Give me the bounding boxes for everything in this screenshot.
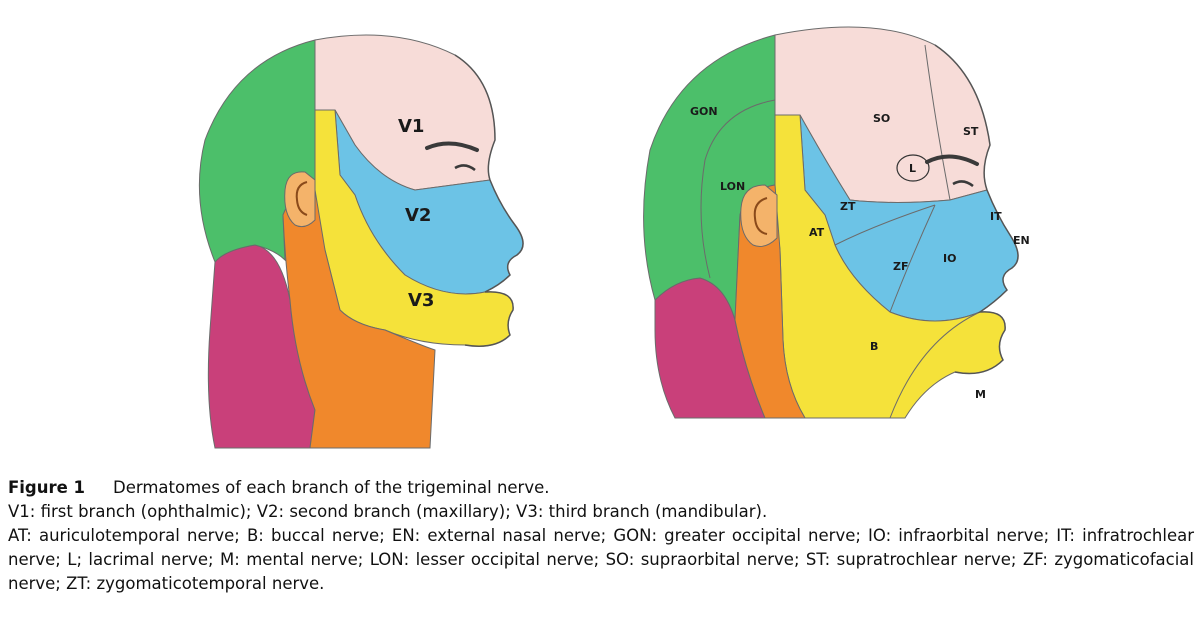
label-st: ST	[963, 125, 979, 138]
label-v1: V1	[398, 116, 424, 137]
left-head-regions	[198, 34, 524, 449]
ear	[284, 171, 316, 228]
label-io: IO	[943, 252, 956, 265]
label-en: EN	[1013, 234, 1030, 247]
figure-label: Figure 1	[8, 478, 86, 497]
face-profile	[934, 44, 1019, 375]
label-so: SO	[873, 112, 890, 125]
zygomatic-boundary	[834, 204, 936, 313]
label-zt: ZT	[840, 200, 856, 213]
left-head-illustration: V1 V2 V3	[198, 34, 524, 449]
figure-caption: Figure 1 Dermatomes of each branch of th…	[8, 476, 1194, 596]
label-lon: LON	[720, 180, 745, 193]
eyebrow	[425, 141, 479, 152]
label-zf: ZF	[893, 260, 909, 273]
label-it: IT	[990, 210, 1002, 223]
label-m: M	[975, 388, 986, 401]
ear-inner	[753, 197, 768, 235]
label-v2: V2	[405, 205, 431, 226]
eyebrow	[925, 154, 979, 166]
caption-heading: Figure 1 Dermatomes of each branch of th…	[8, 476, 1194, 500]
label-b: B	[870, 340, 878, 353]
figure-illustrations: V1 V2 V3 GON LON SO ST L ZT AT	[198, 26, 1030, 449]
eye	[454, 164, 476, 172]
right-head-illustration: GON LON SO ST L ZT AT IT EN IO ZF B M	[643, 26, 1030, 419]
label-v3: V3	[408, 290, 434, 311]
caption-branches: V1: first branch (ophthalmic); V2: secon…	[8, 502, 768, 521]
ear	[740, 184, 778, 247]
supratrochlear-boundary	[924, 44, 951, 201]
face-profile	[454, 54, 524, 347]
caption-abbreviations: AT: auriculotemporal nerve; B: buccal ne…	[8, 526, 1194, 593]
eye	[952, 180, 974, 188]
right-head-regions	[643, 26, 1019, 419]
lacrimal-region	[896, 154, 930, 182]
lesser-occipital-boundary	[700, 99, 776, 279]
label-l: L	[909, 162, 916, 175]
figure-title: Dermatomes of each branch of the trigemi…	[113, 478, 550, 497]
ear-inner	[295, 181, 308, 216]
mental-boundary	[889, 311, 981, 419]
label-gon: GON	[690, 105, 718, 118]
label-at: AT	[809, 226, 825, 239]
